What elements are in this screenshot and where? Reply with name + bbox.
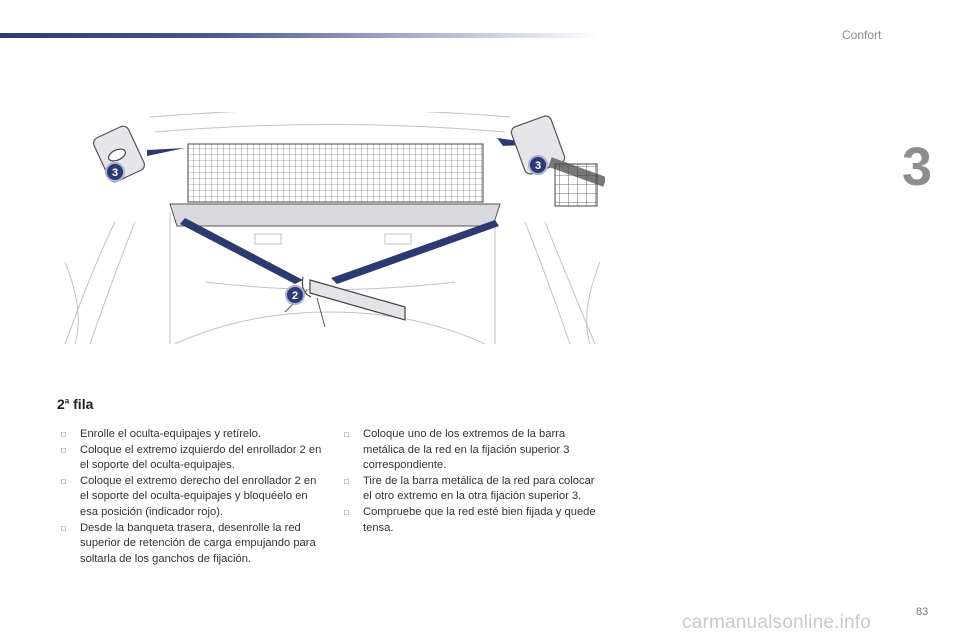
list-item: □Desde la banqueta trasera, desenrolle l…	[61, 521, 316, 565]
list-item: □Enrolle el oculta-equipajes y retírelo.	[61, 428, 261, 440]
section-heading: 2a fila	[57, 396, 94, 412]
header-color-bar	[0, 33, 600, 38]
callout-2: 2	[285, 285, 305, 305]
chapter-number: 3	[902, 137, 933, 197]
list-item: □Coloque el extremo izquierdo del enroll…	[61, 443, 322, 472]
list-item: □Coloque uno de los extremos de la barra…	[344, 428, 570, 472]
svg-text:3: 3	[535, 160, 541, 172]
list-item: □Compruebe que la red esté bien fijada y…	[344, 505, 596, 534]
page-number: 83	[916, 606, 929, 618]
list-item: □Tire de la barra metálica de la red par…	[344, 474, 595, 503]
callout-3-left: 3	[105, 162, 125, 182]
svg-text:2: 2	[292, 290, 298, 302]
instruction-list-left: □Enrolle el oculta-equipajes y retírelo.…	[59, 427, 324, 567]
cargo-net-illustration: 3 3 2	[64, 112, 605, 344]
section-title: Confort	[842, 28, 882, 42]
instruction-list-right: □Coloque uno de los extremos de la barra…	[342, 427, 604, 536]
svg-text:3: 3	[112, 167, 118, 179]
list-item: □Coloque el extremo derecho del enrollad…	[61, 474, 317, 518]
callout-3-right: 3	[528, 155, 548, 175]
watermark: carmanualsonline.info	[682, 612, 872, 633]
